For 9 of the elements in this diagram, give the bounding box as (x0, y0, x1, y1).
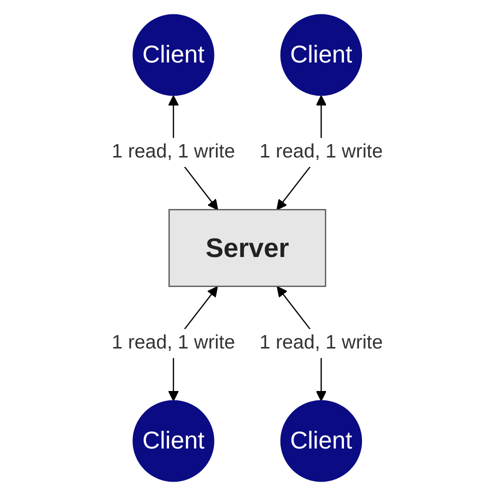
node-box: Server (168, 209, 326, 287)
node-circle: Client (132, 14, 214, 96)
node-circle: Client (132, 400, 214, 482)
edge-label: 1 read, 1 write (111, 141, 235, 162)
edge-label: 1 read, 1 write (259, 141, 383, 162)
edge-label: 1 read, 1 write (111, 332, 235, 354)
edge-label: 1 read, 1 write (259, 332, 383, 354)
node-circle: Client (280, 14, 362, 96)
node-circle: Client (280, 400, 362, 482)
